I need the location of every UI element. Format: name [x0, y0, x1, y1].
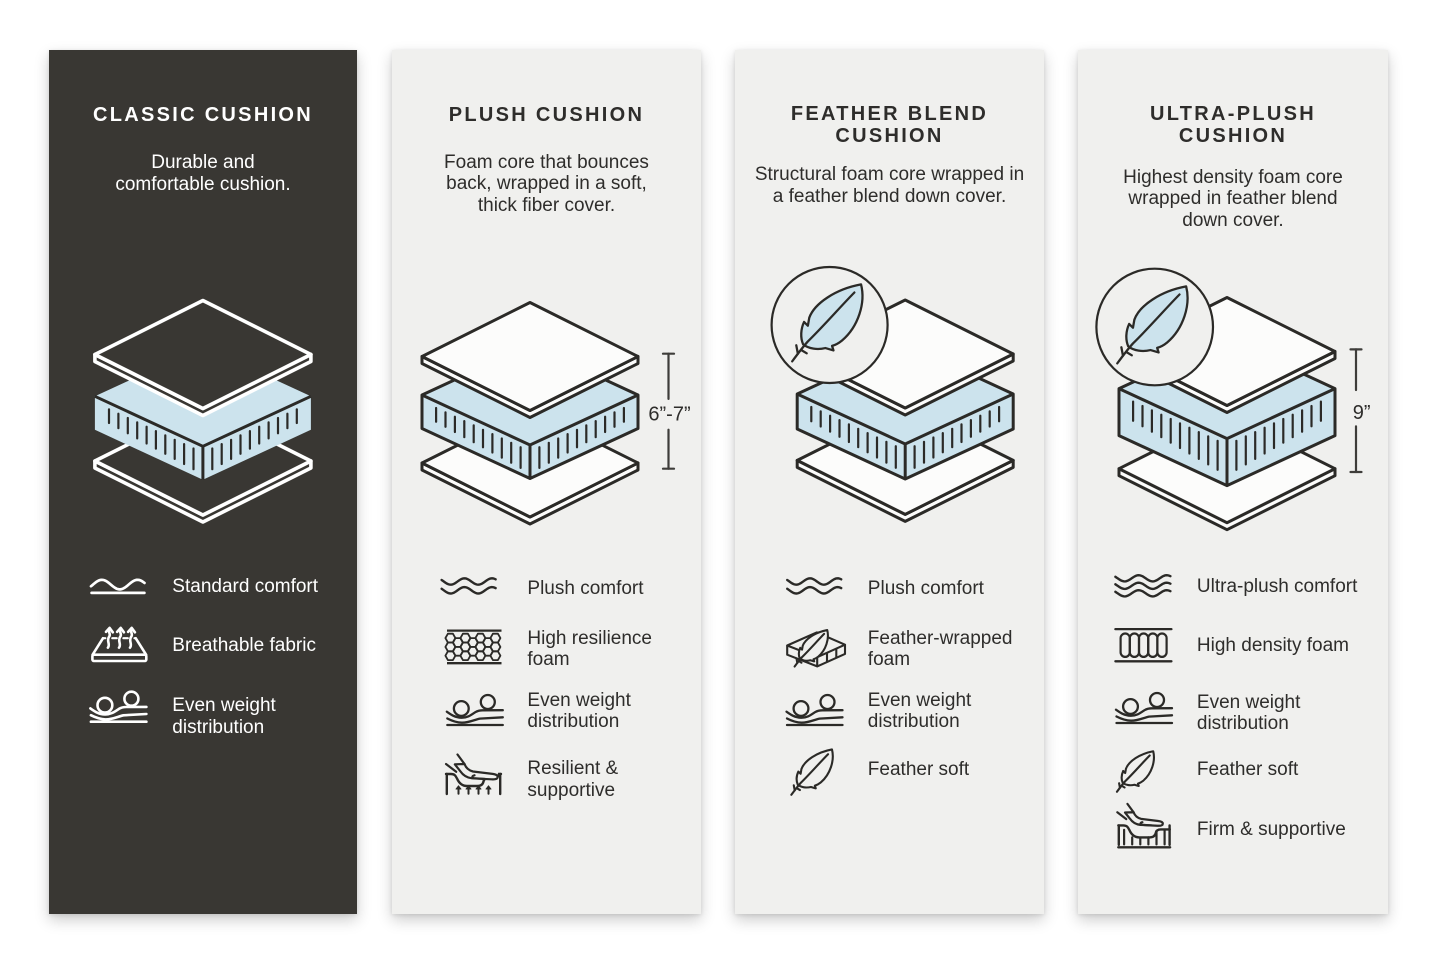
svg-text:9”: 9” — [1353, 402, 1371, 424]
svg-text:6”-7”: 6”-7” — [648, 404, 690, 426]
